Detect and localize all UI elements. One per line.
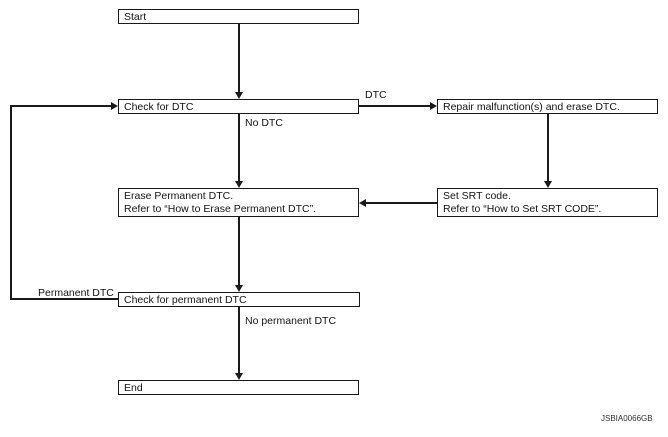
- node-erase-permanent-dtc: Erase Permanent DTC. Refer to “How to Er…: [118, 188, 359, 217]
- node-check-for-dtc: Check for DTC: [118, 99, 359, 114]
- arrowhead-right-icon: [111, 102, 118, 110]
- connector-check-permanent-to-end: [238, 307, 240, 374]
- node-set-srt-code-line2: Refer to “How to Set SRT CODE”.: [443, 203, 602, 215]
- arrowhead-down-icon: [235, 92, 243, 99]
- edge-label-no-permanent-dtc: No permanent DTC: [245, 315, 337, 327]
- edge-label-no-dtc: No DTC: [245, 117, 283, 129]
- node-erase-permanent-dtc-line1: Erase Permanent DTC.: [124, 190, 234, 202]
- arrowhead-down-icon: [235, 285, 243, 292]
- node-set-srt-code-line1: Set SRT code.: [443, 190, 511, 202]
- node-check-for-permanent-dtc: Check for permanent DTC: [118, 292, 360, 307]
- connector-check-dtc-to-erase: [238, 114, 240, 182]
- edge-label-permanent-dtc: Permanent DTC: [38, 287, 114, 299]
- node-repair-malfunctions-erase-dtc: Repair malfunction(s) and erase DTC.: [437, 99, 658, 114]
- node-erase-permanent-dtc-line2: Refer to “How to Erase Permanent DTC”.: [124, 203, 316, 215]
- connector-erase-to-check-permanent: [238, 217, 240, 286]
- edge-label-dtc: DTC: [365, 89, 387, 101]
- arrowhead-down-icon: [235, 373, 243, 380]
- connector-loop-top-segment: [10, 105, 111, 107]
- figure-id-code: JSBIA0066GB: [601, 414, 653, 423]
- arrowhead-right-icon: [430, 102, 437, 110]
- connector-start-to-check-dtc: [238, 23, 240, 93]
- node-end: End: [118, 380, 359, 395]
- connector-repair-to-set-srt: [547, 114, 549, 182]
- node-set-srt-code: Set SRT code. Refer to “How to Set SRT C…: [437, 188, 658, 217]
- connector-loop-vertical-segment: [10, 105, 12, 300]
- arrowhead-down-icon: [544, 181, 552, 188]
- arrowhead-left-icon: [359, 199, 366, 207]
- connector-check-dtc-to-repair: [359, 105, 431, 107]
- connector-set-srt-to-erase: [366, 202, 437, 204]
- arrowhead-down-icon: [235, 181, 243, 188]
- connector-loop-bottom-segment: [10, 298, 118, 300]
- node-start: Start: [118, 9, 359, 24]
